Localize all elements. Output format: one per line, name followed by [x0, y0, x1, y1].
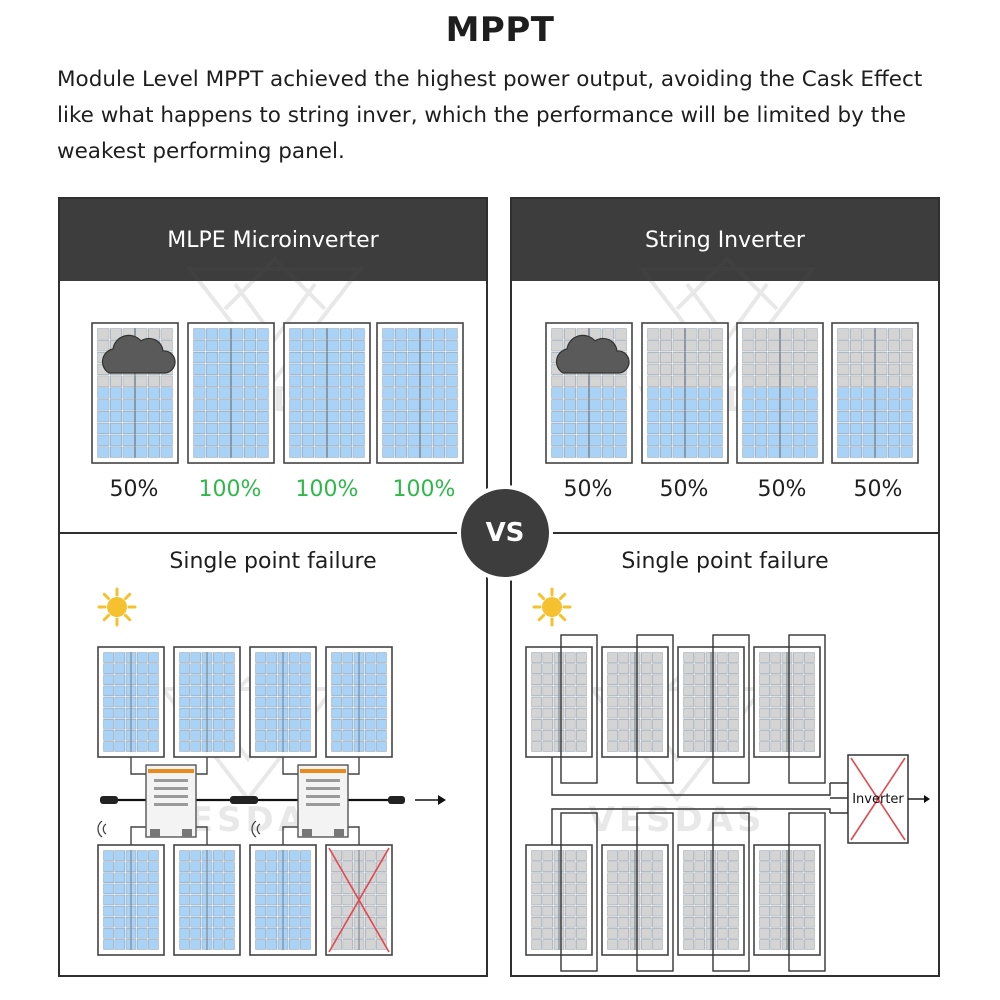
solar-panel-upper-2: [601, 646, 669, 758]
inverter-label: Inverter: [852, 792, 904, 807]
solar-panel-2: [641, 322, 729, 464]
section-divider: [512, 532, 938, 534]
microinverter-1: [145, 764, 197, 838]
mlpe-panel-3-percent: 100%: [295, 477, 359, 502]
solar-panel-upper-1: [97, 646, 165, 758]
solar-panel-upper-4: [753, 646, 821, 758]
mlpe-panel-2-percent: 100%: [198, 477, 262, 502]
solar-panel-lower-2: [173, 844, 241, 956]
string-percent-row: 50% 50% 50% 50%: [512, 477, 938, 507]
string-panel-3-percent: 50%: [757, 477, 807, 502]
vs-badge: VS: [457, 485, 553, 581]
cross-mark-icon: [328, 847, 390, 953]
mlpe-panel-1-percent: 50%: [109, 477, 159, 502]
solar-panel-lower-3: [249, 844, 317, 956]
solar-panel-2: [187, 322, 275, 464]
string-diagram: VESDASVESDASInverter: [525, 256, 930, 972]
solar-panel-3: [283, 322, 371, 464]
solar-panel-lower-1: [97, 844, 165, 956]
solar-panel-lower-2: [601, 844, 669, 956]
string-panel-1-percent: 50%: [563, 477, 613, 502]
watermark-logo: VESDAS: [587, 676, 767, 840]
sun-icon: [532, 587, 572, 627]
cable-connector-1: [100, 796, 118, 804]
solar-panel-4: [831, 322, 919, 464]
solar-panel-upper-3: [677, 646, 745, 758]
solar-panel-3: [736, 322, 824, 464]
page-title: MPPT: [445, 10, 555, 50]
sun-icon: [97, 587, 137, 627]
cloud-icon: [555, 334, 630, 374]
solar-panel-lower-1: [525, 844, 593, 956]
solar-panel-upper-4: [325, 646, 393, 758]
wiring: [130, 757, 360, 845]
cable-connector-2: [230, 796, 258, 804]
cloud-icon: [101, 334, 176, 374]
page-description: Module Level MPPT achieved the highest p…: [57, 67, 923, 164]
string-panel: String Inverter VESDASVESDASInverter 50%…: [510, 197, 940, 977]
string-wiring: [551, 634, 849, 972]
string-panel-2-percent: 50%: [659, 477, 709, 502]
solar-panel-upper-1: [525, 646, 593, 758]
section-divider: [60, 532, 486, 534]
wifi-icon: [97, 820, 107, 838]
string-header: String Inverter: [512, 199, 938, 281]
string-panel-4-percent: 50%: [853, 477, 903, 502]
cable-connector-3: [388, 796, 405, 804]
solar-panel-4: [376, 322, 464, 464]
svg-text:VESDAS: VESDAS: [588, 800, 765, 840]
mlpe-panel-4-percent: 100%: [392, 477, 456, 502]
arrow-right-icon: [924, 795, 930, 803]
mlpe-failure-label: Single point failure: [169, 549, 377, 574]
wifi-icon: [251, 820, 261, 838]
solar-panel-upper-2: [173, 646, 241, 758]
cross-mark-icon: [850, 757, 906, 841]
solar-panel-upper-3: [249, 646, 317, 758]
mlpe-percent-row: 50% 100% 100% 100%: [60, 477, 486, 507]
microinverter-2: [297, 764, 349, 838]
solar-panel-lower-3: [677, 844, 745, 956]
string-failure-label: Single point failure: [621, 549, 829, 574]
solar-panel-lower-4: [753, 844, 821, 956]
mlpe-header: MLPE Microinverter: [60, 199, 486, 281]
arrow-right-icon: [438, 795, 446, 805]
